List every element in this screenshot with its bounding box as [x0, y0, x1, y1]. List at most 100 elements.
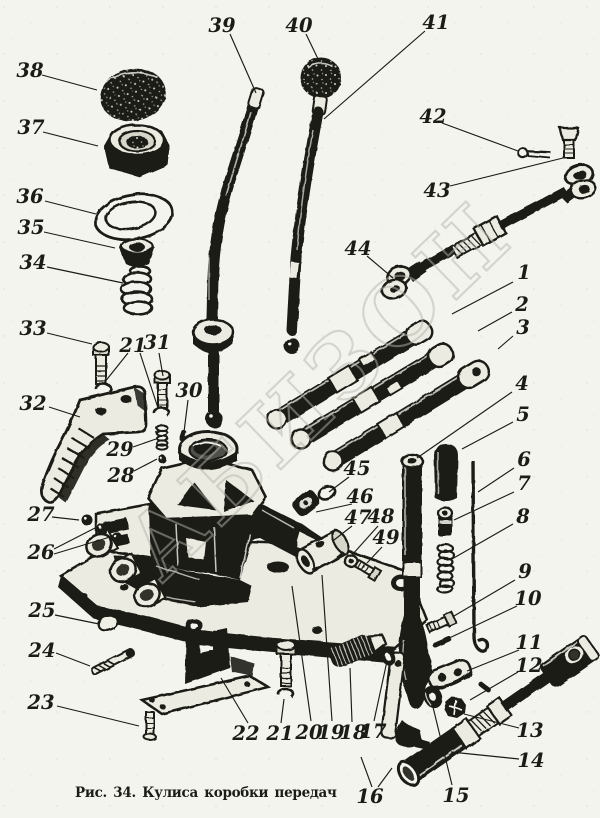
- part-34-lever-spring: [119, 265, 154, 316]
- part-49-bolt: [353, 558, 382, 583]
- callout-22: 22: [231, 722, 259, 745]
- callout-6: 6: [517, 448, 531, 471]
- callout-3: 3: [516, 316, 530, 339]
- leader-line-5: [461, 421, 514, 450]
- leader-line-21a-2: [139, 352, 159, 409]
- leader-line-25: [54, 614, 100, 625]
- callout-41: 41: [422, 11, 449, 34]
- callout-31: 31: [143, 331, 170, 354]
- part-14-reaction-rod: [500, 635, 600, 712]
- part-47-coupling: [295, 529, 350, 575]
- callout-49: 49: [372, 526, 400, 549]
- leader-line-16-2: [377, 767, 393, 788]
- callout-36: 36: [16, 185, 44, 208]
- leader-line-36: [44, 200, 97, 215]
- leader-line-48: [351, 525, 379, 556]
- callout-24: 24: [27, 639, 55, 662]
- leader-line-21b: [280, 698, 285, 724]
- leader-line-45: [328, 476, 350, 493]
- leader-line-43: [449, 157, 564, 187]
- callout-30: 30: [175, 379, 203, 402]
- callout-37: 37: [17, 116, 45, 139]
- leader-line-30: [183, 399, 189, 433]
- leader-line-4: [416, 391, 513, 459]
- callout-27: 27: [26, 503, 55, 526]
- callout-15: 15: [442, 784, 469, 807]
- part-48-nut: [343, 553, 359, 569]
- callout-10: 10: [514, 587, 542, 610]
- part-39-gearshift-rod: [205, 86, 265, 428]
- part-35-buffer-washer: [119, 238, 155, 267]
- leader-line-29: [132, 438, 157, 448]
- leader-line-10: [442, 605, 518, 642]
- callout-4: 4: [515, 372, 529, 395]
- callout-11: 11: [515, 631, 542, 654]
- leader-line-46: [315, 503, 353, 513]
- leader-line-26-2: [53, 536, 111, 555]
- leader-line-33: [46, 332, 93, 345]
- leader-line-24: [55, 652, 91, 667]
- leader-line-21a-1: [103, 352, 129, 384]
- part-5-boot-sleeve: [434, 444, 458, 501]
- part-19-shift-tower-housing: [85, 430, 332, 608]
- leader-line-12: [469, 671, 519, 701]
- part-42-cotter-pin: [517, 147, 552, 159]
- leader-line-20: [291, 585, 312, 722]
- leader-line-49: [366, 546, 383, 564]
- callout-34: 34: [19, 251, 46, 274]
- callout-33: 33: [19, 317, 46, 340]
- leader-line-6: [477, 467, 515, 493]
- leader-line-9: [453, 579, 516, 617]
- part-22-lock-plate: [138, 628, 272, 716]
- callout-44: 44: [344, 237, 371, 260]
- callout-2: 2: [514, 293, 529, 316]
- callout-43: 43: [423, 179, 450, 202]
- leader-line-42: [441, 122, 519, 152]
- part-38-knob-cap: [100, 68, 166, 122]
- part-4-link-plate: [380, 650, 406, 740]
- part-12-pin: [478, 681, 492, 693]
- part-44-adjustable-link: [381, 163, 597, 300]
- leader-line-37: [42, 131, 99, 147]
- part-9-bolt: [425, 610, 458, 634]
- part-6-latch-rod: [471, 460, 490, 653]
- part-8-plunger-spring: [436, 542, 456, 595]
- callout-1: 1: [517, 261, 531, 284]
- leader-line-38: [41, 74, 98, 91]
- part-29-detent-spring: [155, 424, 169, 451]
- callout-17: 17: [359, 720, 387, 743]
- part-27-lock-ball: [81, 514, 93, 526]
- callout-13: 13: [516, 719, 543, 742]
- part-11-swivel-plate: [427, 658, 472, 690]
- leader-line-31: [158, 352, 164, 377]
- leader-line-26-1: [53, 527, 96, 550]
- leader-line-27: [51, 516, 80, 521]
- leader-line-15: [431, 702, 453, 786]
- part-43-bolt: [558, 126, 580, 159]
- part-40-lever-knob: [300, 57, 342, 99]
- part-23-pin: [143, 711, 157, 741]
- callout-39: 39: [208, 14, 236, 37]
- leader-line-28: [133, 458, 158, 472]
- leader-line-11: [466, 649, 520, 672]
- part-13-castle-nut: [444, 697, 466, 718]
- leader-line-7: [453, 491, 515, 521]
- part-24-spring-pin: [90, 648, 136, 676]
- part-36-cover-gasket: [94, 192, 174, 242]
- leader-line-1: [451, 281, 514, 315]
- callout-21a: 21: [118, 334, 146, 357]
- part-17-ring: [381, 648, 395, 666]
- drawing: [40, 57, 600, 787]
- part-28-detent-ball: [157, 454, 167, 464]
- leader-lines: [41, 30, 564, 788]
- callout-18: 18: [339, 721, 367, 744]
- part-18-detent-plug: [329, 633, 387, 667]
- callout-42: 42: [419, 105, 446, 128]
- part-3-shift-rail-third: [322, 359, 491, 472]
- part-41-gearshift-lever: [284, 94, 328, 354]
- leader-line-41: [323, 30, 426, 120]
- callout-40: 40: [285, 14, 313, 37]
- leader-line-44: [366, 255, 394, 279]
- leader-line-14: [450, 751, 520, 760]
